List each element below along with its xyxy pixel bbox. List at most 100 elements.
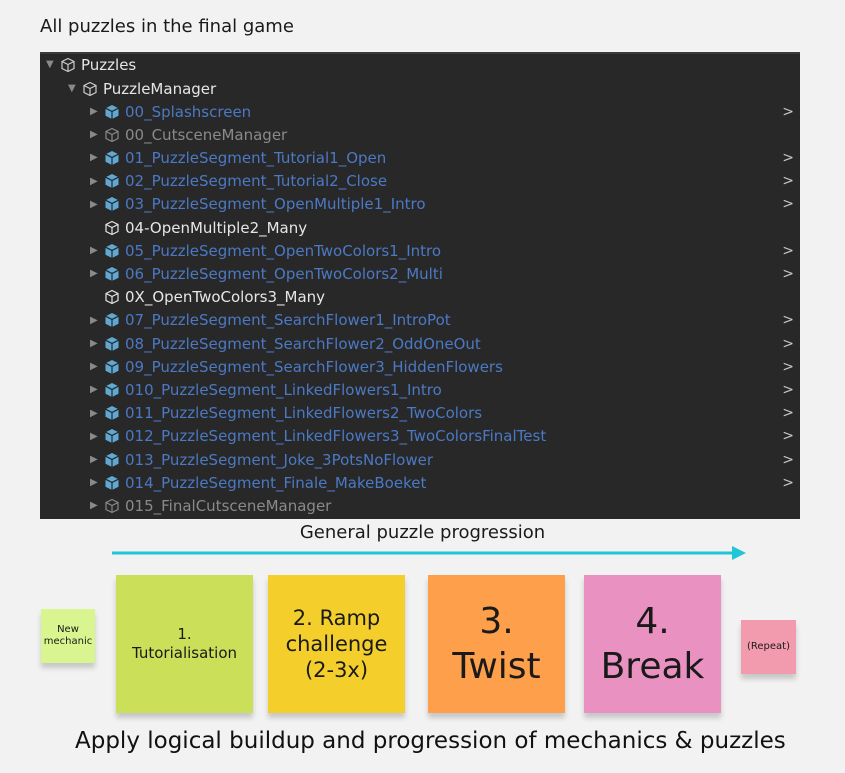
chevron-right-icon[interactable]: > xyxy=(782,149,794,166)
chevron-right-icon[interactable]: > xyxy=(782,265,794,282)
item-label: 012_PuzzleSegment_LinkedFlowers3_TwoColo… xyxy=(125,427,547,446)
expand-triangle-icon[interactable]: ▶ xyxy=(90,106,98,117)
hierarchy-item[interactable]: ▶ 02_PuzzleSegment_Tutorial2_Close > xyxy=(90,170,800,193)
prefab-cube-icon xyxy=(105,475,119,490)
expand-triangle-icon[interactable]: ▶ xyxy=(90,152,98,164)
item-label: 09_PuzzleSegment_SearchFlower3_HiddenFlo… xyxy=(125,357,503,376)
sticky-note-twist: 3. Twist xyxy=(428,575,565,713)
hierarchy-item[interactable]: ▶00_CutsceneManager xyxy=(90,123,800,146)
gameobject-cube-icon xyxy=(105,289,119,305)
prefab-cube-icon xyxy=(105,382,119,397)
hierarchy-item[interactable]: 04-OpenMultiple2_Many xyxy=(90,216,800,239)
manager-label: PuzzleManager xyxy=(103,79,217,98)
hierarchy-item[interactable]: 0X_OpenTwoColors3_Many xyxy=(90,286,800,309)
sticky-note-tutorialisation: 1. Tutorialisation xyxy=(116,575,253,713)
hierarchy-item[interactable]: ▶ 00_Splashscreen > xyxy=(90,100,800,123)
sticky-note-text: (Repeat) xyxy=(746,640,790,652)
hierarchy-item[interactable]: ▶ 06_PuzzleSegment_OpenTwoColors2_Multi > xyxy=(90,262,800,285)
hierarchy-item[interactable]: ▶ 015_FinalCutsceneManager xyxy=(90,494,800,517)
item-label: 08_PuzzleSegment_SearchFlower2_OddOneOut xyxy=(125,334,481,353)
expand-triangle-icon[interactable]: ▶ xyxy=(90,198,98,210)
prefab-cube-icon xyxy=(105,452,119,467)
sticky-note-ramp-challenge: 2. Ramp challenge (2-3x) xyxy=(268,575,405,713)
item-label: 010_PuzzleSegment_LinkedFlowers1_Intro xyxy=(125,380,442,399)
hierarchy-item[interactable]: ▶011_PuzzleSegment_LinkedFlowers2_TwoCol… xyxy=(90,402,800,425)
hierarchy-item[interactable]: ▶ 01_PuzzleSegment_Tutorial1_Open > xyxy=(90,146,800,169)
expand-triangle-icon[interactable]: ▶ xyxy=(90,361,98,373)
expand-triangle-icon[interactable]: ▶ xyxy=(90,129,98,141)
item-label: 013_PuzzleSegment_Joke_3PotsNoFlower xyxy=(125,450,434,469)
expand-triangle-icon[interactable]: ▼ xyxy=(46,59,54,70)
chevron-right-icon[interactable]: > xyxy=(782,358,794,375)
chevron-right-icon[interactable]: > xyxy=(782,428,794,445)
sticky-note-text: 4. Break xyxy=(600,601,705,687)
hierarchy-item[interactable]: ▶ 09_PuzzleSegment_SearchFlower3_HiddenFl… xyxy=(90,355,800,378)
hierarchy-item[interactable]: ▶ 07_PuzzleSegment_SearchFlower1_IntroPot… xyxy=(90,309,800,332)
prefab-cube-icon xyxy=(105,429,119,444)
expand-triangle-icon[interactable]: ▶ xyxy=(90,175,98,187)
root-label: Puzzles xyxy=(81,55,137,74)
chevron-right-icon[interactable]: > xyxy=(782,474,794,491)
chevron-right-icon[interactable]: > xyxy=(782,242,794,259)
prefab-cube-icon xyxy=(105,266,119,281)
hierarchy-item[interactable]: ▶ 08_PuzzleSegment_SearchFlower2_OddOneOu… xyxy=(90,332,800,355)
item-label: 00_Splashscreen xyxy=(125,102,252,121)
progression-arrow xyxy=(112,546,746,560)
prefab-cube-icon xyxy=(105,243,119,258)
prefab-cube-icon xyxy=(105,406,119,421)
expand-triangle-icon[interactable]: ▶ xyxy=(90,500,98,512)
expand-triangle-icon[interactable]: ▶ xyxy=(90,384,98,396)
hierarchy-item[interactable]: ▶ 010_PuzzleSegment_LinkedFlowers1_Intro > xyxy=(90,378,800,401)
item-label: 07_PuzzleSegment_SearchFlower1_IntroPot xyxy=(125,311,451,330)
expand-triangle-icon[interactable]: ▶ xyxy=(90,268,98,280)
item-label: 0X_OpenTwoColors3_Many xyxy=(125,288,326,307)
sticky-note-break: 4. Break xyxy=(584,575,721,713)
expand-triangle-icon[interactable]: ▶ xyxy=(90,430,98,442)
sticky-note-text: 2. Ramp challenge (2-3x) xyxy=(285,605,388,683)
item-label: 01_PuzzleSegment_Tutorial1_Open xyxy=(125,148,387,167)
chevron-right-icon[interactable]: > xyxy=(782,405,794,422)
gameobject-cube-icon xyxy=(105,220,119,235)
hierarchy-root[interactable]: ▼ Puzzles xyxy=(46,53,136,76)
hierarchy-item[interactable]: ▶ 012_PuzzleSegment_LinkedFlowers3_TwoCol… xyxy=(90,425,800,448)
chevron-right-icon[interactable]: > xyxy=(782,381,794,398)
chevron-right-icon[interactable]: > xyxy=(782,451,794,468)
sticky-note-text: New mechanic xyxy=(43,623,93,648)
item-label: 02_PuzzleSegment_Tutorial2_Close xyxy=(125,172,388,191)
expand-triangle-icon[interactable]: ▶ xyxy=(90,477,98,489)
prefab-cube-icon xyxy=(105,359,119,374)
chevron-right-icon[interactable]: > xyxy=(782,103,794,120)
expand-triangle-icon[interactable]: ▶ xyxy=(90,338,98,349)
gameobject-cube-icon xyxy=(105,498,119,514)
hierarchy-item[interactable]: ▶ 03_PuzzleSegment_OpenMultiple1_Intro > xyxy=(90,193,800,216)
chevron-right-icon[interactable]: > xyxy=(782,173,794,190)
hierarchy-item[interactable]: ▶ 013_PuzzleSegment_Joke_3PotsNoFlower > xyxy=(90,448,800,471)
sticky-note-new-mechanic: New mechanic xyxy=(41,609,95,663)
item-label: 04-OpenMultiple2_Many xyxy=(125,218,308,237)
item-label: 06_PuzzleSegment_OpenTwoColors2_Multi xyxy=(125,264,443,283)
expand-triangle-icon[interactable]: ▼ xyxy=(68,83,76,94)
prefab-cube-icon xyxy=(105,150,119,165)
item-label: 014_PuzzleSegment_Finale_MakeBoeket xyxy=(125,473,427,492)
item-label: 015_FinalCutsceneManager xyxy=(125,496,332,515)
hierarchy-manager[interactable]: ▼ PuzzleManager xyxy=(68,77,216,100)
item-label: 03_PuzzleSegment_OpenMultiple1_Intro xyxy=(125,195,426,214)
chevron-right-icon[interactable]: > xyxy=(782,196,794,213)
footer-caption: Apply logical buildup and progression of… xyxy=(75,728,786,754)
progression-label: General puzzle progression xyxy=(299,522,546,543)
expand-triangle-icon[interactable]: ▶ xyxy=(90,314,98,326)
prefab-cube-icon xyxy=(105,197,119,212)
gameobject-cube-icon xyxy=(83,81,97,96)
prefab-cube-icon xyxy=(105,104,119,119)
chevron-right-icon[interactable]: > xyxy=(782,312,794,329)
chevron-right-icon[interactable]: > xyxy=(782,335,794,352)
expand-triangle-icon[interactable]: ▶ xyxy=(90,454,98,465)
hierarchy-item[interactable]: ▶05_PuzzleSegment_OpenTwoColors1_Intro> xyxy=(90,239,800,262)
sticky-note-text: 1. Tutorialisation xyxy=(131,625,238,662)
expand-triangle-icon[interactable]: ▶ xyxy=(90,245,98,257)
expand-triangle-icon[interactable]: ▶ xyxy=(90,407,98,419)
hierarchy-item[interactable]: ▶ 014_PuzzleSegment_Finale_MakeBoeket > xyxy=(90,471,800,494)
hierarchy-panel: ▼ Puzzles ▼ PuzzleManager ▶ 00_Splashscre… xyxy=(40,52,800,519)
sticky-note-text: 3. Twist xyxy=(452,601,541,687)
prefab-cube-icon xyxy=(105,174,119,189)
